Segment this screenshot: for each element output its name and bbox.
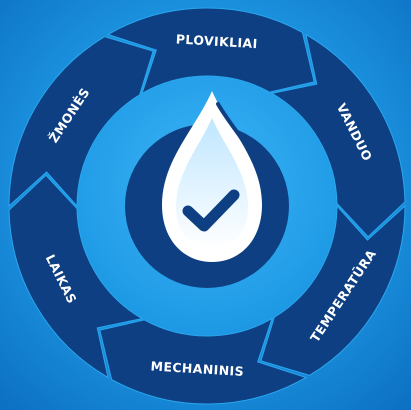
cycle-segment [260, 204, 406, 376]
cycle-segment [106, 7, 315, 95]
water-drop-checkmark-icon [162, 91, 262, 262]
cycle-segment [99, 317, 308, 405]
check-mark [182, 189, 240, 232]
cycle-segment [8, 174, 144, 379]
segment-label: PLOVIKLIAI [175, 31, 258, 51]
cycle-segment [270, 33, 406, 238]
cycle-segment [8, 36, 154, 208]
segment-label: MECHANINIS [150, 358, 244, 379]
